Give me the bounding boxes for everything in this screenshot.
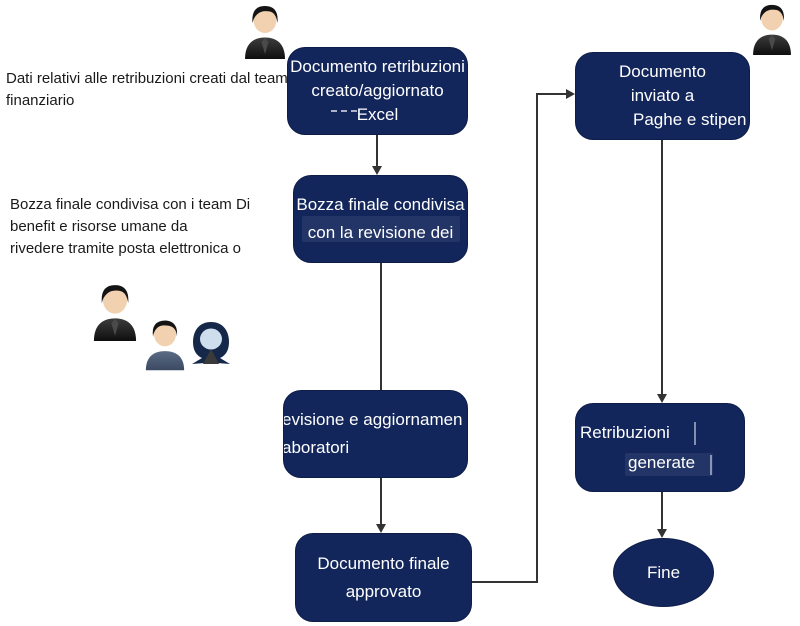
annotation-finance-line1: Dati relativi alle retribuzioni creati d… bbox=[6, 70, 288, 87]
connector-shared-to-review bbox=[380, 263, 382, 390]
person-payroll-icon bbox=[750, 2, 794, 60]
node-end-label: Fine bbox=[646, 562, 681, 582]
person-dark-shirt-icon bbox=[90, 282, 140, 346]
person-headscarf-icon bbox=[188, 320, 234, 373]
arrowhead-down-icon bbox=[376, 524, 386, 533]
node-doc-sent-line2: inviato a bbox=[630, 86, 695, 105]
node-draft-shared-line2: con la revisione dei bbox=[307, 223, 454, 242]
node-doc-created-line2: creato/aggiornato bbox=[311, 81, 444, 100]
node-payroll-generated-line2: generate bbox=[628, 452, 696, 472]
node-payroll-generated: Retribuzioni generate bbox=[575, 403, 745, 492]
annotation-finance-line2: finanziario bbox=[6, 92, 75, 109]
annotation-draft-line1: Bozza finale condivisa con i team Di bbox=[10, 196, 251, 213]
person-finance-icon bbox=[242, 3, 288, 64]
dashed-underline bbox=[331, 110, 357, 112]
annotation-finance: Dati relativi alle retribuzioni creati d… bbox=[6, 68, 288, 112]
cursor-artifact bbox=[710, 455, 712, 475]
arrowhead-down-icon bbox=[657, 394, 667, 403]
node-review-updates: evisione e aggiornamen aboratori bbox=[283, 390, 468, 478]
cursor-artifact bbox=[694, 422, 696, 445]
node-review-updates-line1: evisione e aggiornamen bbox=[283, 410, 463, 429]
node-final-approved-line2: approvato bbox=[345, 581, 422, 601]
node-doc-created-line1: Documento retribuzioni bbox=[290, 57, 465, 76]
node-end: Fine bbox=[613, 538, 714, 607]
annotation-draft: Bozza finale condivisa con i team Di ben… bbox=[10, 194, 250, 260]
person-blue-shirt-icon bbox=[143, 316, 187, 376]
node-draft-shared: Bozza finale condivisa con la revisione … bbox=[293, 175, 468, 263]
connector-generated-to-end bbox=[661, 492, 663, 530]
node-doc-sent-line3: Paghe e stipen bbox=[633, 110, 747, 129]
arrowhead-down-icon bbox=[372, 166, 382, 175]
arrowhead-down-icon bbox=[657, 529, 667, 538]
connector-review-to-approved bbox=[380, 478, 382, 525]
node-doc-created-line3: Excel bbox=[356, 105, 399, 124]
node-final-approved: Documento finale approvato bbox=[295, 533, 472, 622]
arrowhead-right-icon bbox=[566, 89, 575, 99]
highlight-band bbox=[302, 216, 460, 242]
node-final-approved-line1: Documento finale bbox=[317, 553, 450, 573]
node-payroll-generated-line1: Retribuzioni bbox=[580, 422, 670, 442]
connector-approved-elbow-top bbox=[538, 93, 566, 95]
connector-created-to-shared bbox=[376, 135, 378, 167]
connector-approved-elbow-bottom bbox=[472, 581, 538, 583]
connector-approved-elbow-vertical bbox=[536, 93, 538, 583]
highlight-band bbox=[625, 453, 713, 476]
node-doc-sent-line1: Documento bbox=[619, 62, 706, 81]
annotation-draft-line3: rivedere tramite posta elettronica o bbox=[10, 240, 241, 257]
node-review-updates-line2: aboratori bbox=[283, 438, 350, 457]
node-draft-shared-line1: Bozza finale condivisa bbox=[296, 195, 465, 214]
node-doc-created: Documento retribuzioni creato/aggiornato… bbox=[287, 47, 468, 135]
node-doc-sent: Documento inviato a Paghe e stipen bbox=[575, 52, 750, 140]
annotation-draft-line2: benefit e risorse umane da bbox=[10, 218, 188, 235]
connector-sent-to-generated bbox=[661, 140, 663, 395]
